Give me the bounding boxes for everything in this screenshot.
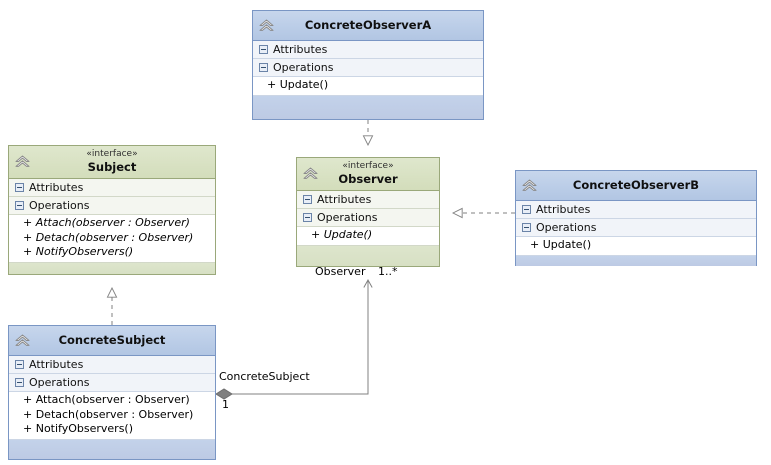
collapse-toggle-icon[interactable] xyxy=(303,195,312,204)
collapse-toggle-icon[interactable] xyxy=(303,213,312,222)
collapse-toggle-icon[interactable] xyxy=(15,360,24,369)
operations-compartment[interactable]: Operations xyxy=(297,209,439,227)
class-header: ConcreteSubject xyxy=(9,326,215,356)
attributes-label: Attributes xyxy=(29,358,84,371)
operations-list: + Update() xyxy=(297,227,439,245)
class-name: ConcreteObserverB xyxy=(572,178,700,192)
operation-member: + Update() xyxy=(311,228,373,241)
uml-class-concrete-subject[interactable]: ConcreteSubject Attributes Operations + … xyxy=(8,325,216,460)
operations-label: Operations xyxy=(273,61,334,74)
attributes-label: Attributes xyxy=(536,203,591,216)
operations-list: + Attach(observer : Observer)+ Detach(ob… xyxy=(9,215,215,262)
collapse-toggle-icon[interactable] xyxy=(522,205,531,214)
attributes-compartment[interactable]: Attributes xyxy=(297,191,439,209)
class-name: ConcreteObserverA xyxy=(304,18,432,32)
operations-compartment[interactable]: Operations xyxy=(253,59,483,77)
operation-member: + NotifyObservers() xyxy=(23,245,134,258)
class-name: Subject xyxy=(87,160,137,174)
attributes-compartment[interactable]: Attributes xyxy=(516,201,756,219)
class-name: ConcreteSubject xyxy=(58,333,166,347)
interface-chevron-icon xyxy=(14,154,31,171)
class-header: ConcreteObserverB xyxy=(516,171,756,201)
operation-member: + Update() xyxy=(267,78,329,91)
collapse-toggle-icon[interactable] xyxy=(15,378,24,387)
uml-class-observer[interactable]: «interface» Observer Attributes Operatio… xyxy=(296,157,440,267)
class-header: «interface» Observer xyxy=(297,158,439,191)
operations-list: + Attach(observer : Observer)+ Detach(ob… xyxy=(9,392,215,439)
operation-member: + Detach(observer : Observer) xyxy=(23,407,194,421)
operations-label: Operations xyxy=(536,221,597,234)
attributes-label: Attributes xyxy=(317,193,372,206)
operations-list: + Update() xyxy=(516,237,756,255)
operations-compartment[interactable]: Operations xyxy=(9,197,215,215)
class-chevron-icon xyxy=(14,332,31,349)
operation-member: + Update() xyxy=(530,238,592,251)
operations-list: + Update() xyxy=(253,77,483,95)
operations-label: Operations xyxy=(29,199,90,212)
uml-class-subject[interactable]: «interface» Subject Attributes Operation… xyxy=(8,145,216,275)
class-chevron-icon xyxy=(258,17,275,34)
edge-label-target-role: Observer xyxy=(315,265,366,278)
class-footer xyxy=(9,438,215,459)
collapse-toggle-icon[interactable] xyxy=(522,223,531,232)
collapse-toggle-icon[interactable] xyxy=(15,201,24,210)
uml-class-concrete-observer-a[interactable]: ConcreteObserverA Attributes Operations … xyxy=(252,10,484,120)
operation-member: + Detach(observer : Observer) xyxy=(23,230,194,244)
class-header: «interface» Subject xyxy=(9,146,215,179)
class-stereotype: «interface» xyxy=(86,149,138,159)
class-footer xyxy=(9,261,215,274)
collapse-toggle-icon[interactable] xyxy=(259,45,268,54)
class-chevron-icon xyxy=(521,177,538,194)
class-header: ConcreteObserverA xyxy=(253,11,483,41)
operations-compartment[interactable]: Operations xyxy=(9,374,215,392)
class-footer xyxy=(516,254,756,266)
class-footer xyxy=(253,94,483,119)
uml-class-concrete-observer-b[interactable]: ConcreteObserverB Attributes Operations … xyxy=(515,170,757,266)
attributes-label: Attributes xyxy=(273,43,328,56)
collapse-toggle-icon[interactable] xyxy=(15,183,24,192)
operations-label: Operations xyxy=(29,376,90,389)
attributes-label: Attributes xyxy=(29,181,84,194)
edge-label-source-role: ConcreteSubject xyxy=(219,370,310,383)
collapse-toggle-icon[interactable] xyxy=(259,63,268,72)
class-stereotype: «interface» xyxy=(342,161,394,171)
operations-label: Operations xyxy=(317,211,378,224)
edge-label-target-multiplicity: 1..* xyxy=(378,265,398,278)
operation-member: + NotifyObservers() xyxy=(23,422,134,435)
class-name: Observer xyxy=(338,172,398,186)
operations-compartment[interactable]: Operations xyxy=(516,219,756,237)
class-footer xyxy=(297,244,439,266)
operation-member: + Attach(observer : Observer) xyxy=(23,216,190,229)
interface-chevron-icon xyxy=(302,166,319,183)
attributes-compartment[interactable]: Attributes xyxy=(9,356,215,374)
edge-label-source-multiplicity: 1 xyxy=(222,398,229,411)
operation-member: + Attach(observer : Observer) xyxy=(23,393,190,406)
attributes-compartment[interactable]: Attributes xyxy=(253,41,483,59)
attributes-compartment[interactable]: Attributes xyxy=(9,179,215,197)
